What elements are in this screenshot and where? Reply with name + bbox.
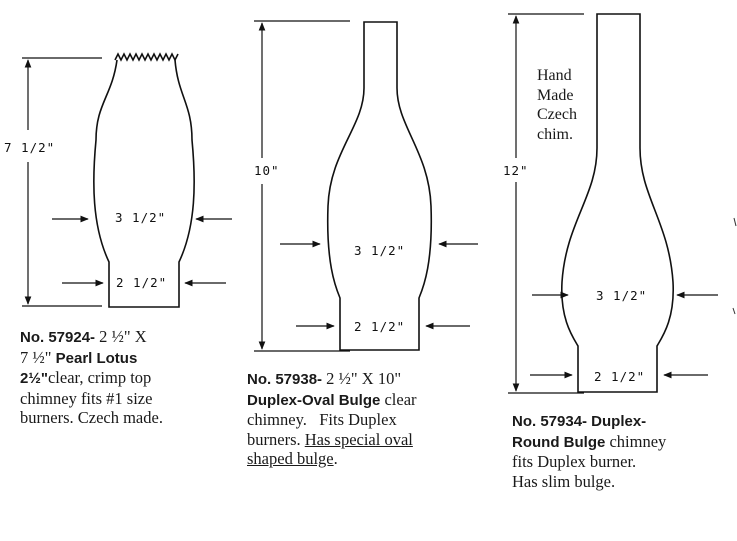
note-line-2: Made: [537, 86, 574, 104]
chimney-57934-outline: [561, 13, 674, 393]
caption-underlined: Has special oval: [304, 429, 413, 449]
caption-text: Has slim bulge.: [512, 471, 616, 491]
height-label-57924: 7 1/2": [4, 140, 56, 155]
bulge-label-57938: 3 1/2": [354, 243, 406, 258]
item-name: Duplex-Oval Bulge: [247, 391, 381, 409]
item-number: No. 57934-: [512, 413, 588, 430]
note-line-1: Hand: [537, 67, 572, 84]
chimney-57924-dimensions: [22, 57, 232, 307]
caption-text: burners.: [247, 429, 301, 449]
caption-text: clear, crimp top: [47, 368, 152, 388]
caption-text: chimney. Fits Duplex: [247, 410, 397, 430]
chimney-57938-drawing: [326, 21, 433, 351]
chimney-57938-outline: [326, 21, 433, 351]
caption-text: chimney fits #1 size: [20, 388, 153, 408]
bulge-label-57934: 3 1/2": [596, 288, 648, 303]
chimney-57934-dimensions: [508, 13, 718, 394]
caption-57924: No. 57924- 2 ½" X 7 ½" Pearl Lotus 2½"cl…: [20, 327, 163, 428]
caption-57938: No. 57938- 2 ½" X 10" Duplex-Oval Bulge …: [247, 369, 417, 469]
bulge-label-57924: 3 1/2": [115, 210, 167, 225]
base-label-57934: 2 1/2": [594, 369, 646, 384]
caption-text: clear: [384, 389, 417, 409]
note-line-3: Czech: [537, 106, 577, 123]
item-size-cont: 7 ½": [20, 347, 52, 367]
item-name: Round Bulge: [512, 433, 606, 451]
caption-text: .: [333, 449, 338, 469]
caption-text: chimney: [609, 431, 667, 451]
item-diameter: 2½": [20, 370, 48, 388]
caption-text: fits Duplex burner.: [512, 452, 637, 472]
item-number: No. 57938-: [247, 371, 323, 388]
crimp-top: [114, 52, 179, 62]
item-size: 2 ½" X 10": [326, 369, 402, 388]
chimney-57938-dimensions: [254, 20, 478, 352]
item-size: 2 ½" X: [99, 327, 147, 346]
item-number: No. 57924-: [20, 329, 96, 346]
note-line-4: chim.: [537, 125, 573, 143]
height-label-57934: 12": [503, 163, 529, 178]
hand-made-note: Hand Made Czech chim.: [537, 66, 577, 144]
base-label-57938: 2 1/2": [354, 319, 406, 334]
caption-underlined: shaped bulge: [247, 449, 334, 469]
base-label-57924: 2 1/2": [116, 275, 168, 290]
item-name: Pearl Lotus: [55, 349, 138, 367]
chimney-57924-drawing: [93, 52, 195, 308]
caption-text: burners. Czech made.: [20, 408, 163, 428]
chimney-57934-drawing: [561, 13, 674, 393]
height-label-57938: 10": [254, 163, 280, 178]
margin-specks: [732, 217, 737, 315]
chimney-57924-outline: [93, 59, 195, 308]
item-name: Duplex-: [591, 413, 647, 430]
caption-57934: No. 57934- Duplex- Round Bulge chimney f…: [512, 411, 666, 491]
